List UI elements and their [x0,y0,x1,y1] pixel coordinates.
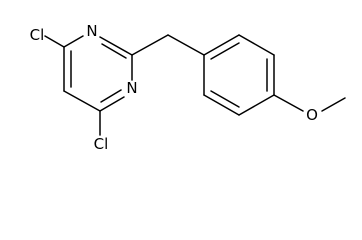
bond-ar4-ar5 [238,94,275,116]
bond-c2-ch2 [131,34,169,56]
bond-c4-cl [44,35,65,48]
bond-c4-n3 [63,35,84,48]
bond-n1-c6 [99,96,125,112]
atom-label-n-top: N [86,22,97,40]
bond-o-ch3 [321,97,346,112]
bond-n3-c2-inner [101,43,127,59]
bond-ch2-aryl [167,34,205,56]
bond-n1-c6-inner [100,89,122,103]
bond-ar5-ar6-inner [210,90,240,108]
bond-c6-c5 [63,90,101,112]
chemical-structure-diagram: Cl N N Cl O [30,22,346,153]
atom-label-n-bottom: N [126,79,137,97]
bond-ar2-ar3 [238,34,275,56]
bond-n3-c2 [99,36,133,56]
bond-ar1-ar2-inner [210,42,240,60]
atom-label-o-methoxy: O [306,106,318,124]
bond-ar5-ar6 [203,94,240,116]
bond-ar4-o [273,94,304,112]
atom-label-cl-top: Cl [30,26,45,44]
atom-label-cl-bottom: Cl [94,135,109,153]
bond-ar1-ar2 [203,34,240,56]
